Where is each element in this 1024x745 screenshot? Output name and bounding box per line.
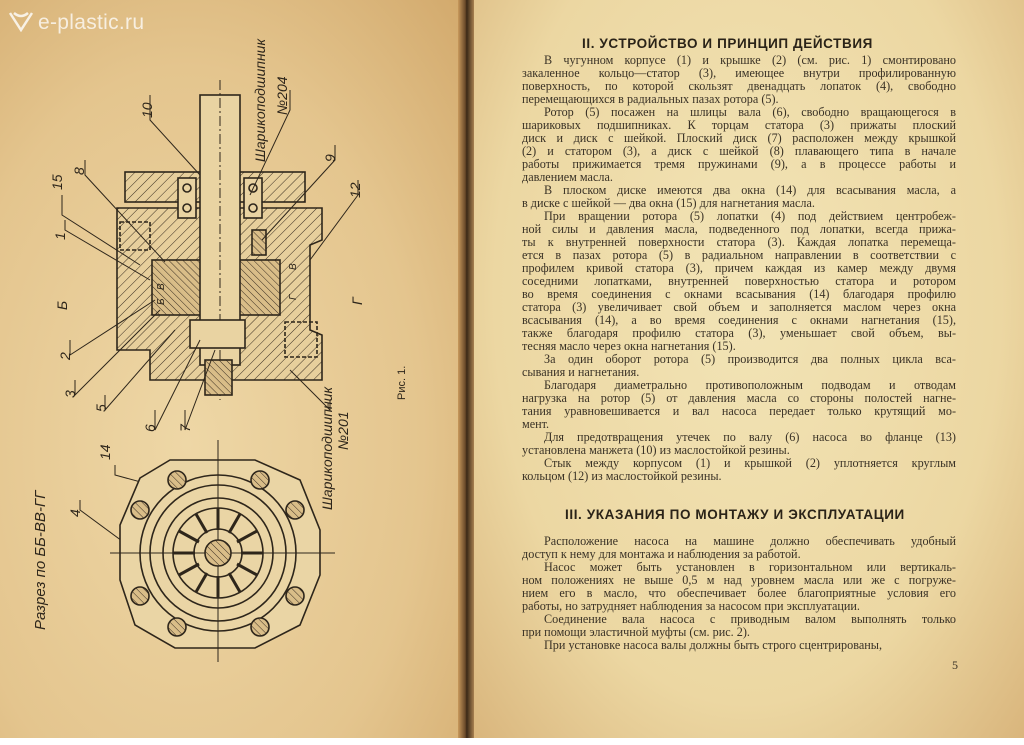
text-line: в диске с шейкой — два окна (15) для наг… [522,196,815,210]
text-line: В плоском диске имеются два окна (14) дл… [544,183,956,197]
text-line: нием его в масло, что обеспечивает более… [522,586,956,600]
text-line: Ротор (5) посажен на шлицы вала (6), сво… [544,105,956,119]
callout-6: 6 [142,424,158,432]
text-line: Стык между корпусом (1) и крышкой (2) уп… [544,456,956,470]
section-3-body: Расположение насоса на машине должно обе… [522,535,956,652]
text-line: статора (3) увеличивает свой объем и зап… [522,300,956,314]
paragraph: Насос может быть установлен в горизонтал… [522,561,956,613]
paragraph: Стык между корпусом (1) и крышкой (2) уп… [522,457,956,483]
section-letter-v2: В [288,263,299,270]
text-line: (2) и статором (3), а диск с шейкой (8) … [522,144,956,158]
text-line: нагрузка на ротор (5) от давления масла … [522,391,956,405]
text-line: диск и диск с шейкой. Плоский диск (7) р… [522,131,956,145]
text-line: Благодаря диаметрально противоположным п… [544,378,956,392]
text-line: давлением масла. [522,170,613,184]
text-line: кольцом (12) из маслостойкой резины. [522,469,722,483]
bearing-204-label: Шарикоподшипник [252,38,268,162]
paragraph: Ротор (5) посажен на шлицы вала (6), сво… [522,106,956,184]
section-2-body: В чугунном корпусе (1) и крышке (2) (см.… [522,54,956,483]
callout-9: 9 [322,154,338,162]
text-line: При вращении ротора (5) лопатки (4) под … [544,209,956,223]
text-line: доступ к нему для монтажа и наблюдения з… [522,547,801,561]
callout-2: 2 [57,352,73,361]
text-line: установлена манжета (10) из маслостойкой… [522,443,790,457]
paragraph: Благодаря диаметрально противоположным п… [522,379,956,431]
text-line: соседними лопатками, внутренней поверхно… [522,274,956,288]
callout-12: 12 [347,182,363,198]
callout-15: 15 [49,174,65,190]
paragraph: Для предотвращения утечек по валу (6) на… [522,431,956,457]
text-line: Расположение насоса на машине должно обе… [544,534,956,548]
callout-8: 8 [71,167,87,175]
callout-1: 1 [52,232,68,240]
text-line: При установке насоса валы должны быть ст… [544,638,883,652]
section-letter-v1: В [156,283,167,290]
callout-5: 5 [93,404,109,412]
paragraph: При вращении ротора (5) лопатки (4) под … [522,210,956,353]
callout-10: 10 [139,102,155,118]
pump-longitudinal-section [116,80,323,400]
watermark-text: e-plastic.ru [38,11,145,34]
callout-14: 14 [97,444,113,460]
section-mark-g: Г [349,296,365,305]
text-line: во время соединения с окнами всасывания … [522,287,956,301]
figure-caption: Рис. 1. [396,366,408,400]
page-number: 5 [952,658,958,672]
section-letter-g: Г [288,293,299,300]
text-line: ты к внутренней поверхности статора (3).… [522,235,956,249]
text-line: сывания и нагнетания. [522,365,640,379]
text-line: Насос может быть установлен в горизонтал… [544,560,956,574]
paragraph: Расположение насоса на машине должно обе… [522,535,956,561]
paragraph: Соединение вала насоса с приводным валом… [522,613,956,639]
text-line: перемещающихся в радиальных пазах ротора… [522,92,779,106]
text-line: закаленное кольцо—статор (3), имеющее вн… [522,66,956,80]
callout-7: 7 [177,423,193,432]
paragraph: В плоском диске имеются два окна (14) дл… [522,184,956,210]
section-2-title: II. УСТРОЙСТВО И ПРИНЦИП ДЕЙСТВИЯ [582,36,873,51]
text-line: ной силы и давления масла, подведенного … [522,222,956,236]
text-line: поверхность, по которой скользят двенадц… [522,79,956,93]
text-line: мент. [522,417,550,431]
bearing-201-label: Шарикоподшипник [319,386,335,510]
watermark-logo-icon [8,12,34,32]
text-line: при помощи эластичной муфты (см. рис. 2)… [522,625,750,639]
pump-cross-section-view [110,440,335,662]
pump-drawing-figure: 10 15 8 1 Б 2 3 5 6 7 9 12 Г 14 4 Шарико… [32,38,408,662]
text-line: всасывания (14), а во время соединения с… [522,313,956,327]
paragraph: При установке насоса валы должны быть ст… [522,639,956,652]
book-spine [458,0,474,740]
text-line: профилем кривой статора (3), причем кажд… [522,261,956,275]
text-line: тесняя масло через окна нагнетания (15). [522,339,736,353]
section-letter-b: Б [156,298,167,305]
callout-4: 4 [67,509,83,517]
callout-3: 3 [62,390,78,398]
section-caption: Разрез по ББ-ВВ-ГГ [32,489,49,630]
text-line: За один оборот ротора (5) производится д… [544,352,956,366]
drawing-labels: 10 15 8 1 Б 2 3 5 6 7 9 12 Г 14 4 Шарико… [32,38,408,630]
text-line: Для предотвращения утечек по валу (6) на… [544,430,956,444]
text-line: ном положениях не выше 0,5 м над уровнем… [522,573,956,587]
text-line: Соединение вала насоса с приводным валом… [544,612,956,626]
right-page [472,0,1024,740]
text-line: тания уравновешивается и вал насоса пере… [522,404,956,418]
text-line: работы, но затрудняет наблюдения за насо… [522,599,860,613]
bearing-204-number: №204 [274,76,290,115]
section-3-title: III. УКАЗАНИЯ ПО МОНТАЖУ И ЭКСПЛУАТАЦИИ [565,507,905,522]
text-line: также благодаря профилю статора (3), уме… [522,326,956,340]
paragraph: В чугунном корпусе (1) и крышке (2) (см.… [522,54,956,106]
scan-border [0,738,1024,745]
section-mark-b: Б [54,301,70,310]
text-line: работы прижимается тремя пружинами (9), … [522,157,956,171]
text-line: шариковых подшипниках. К торцам статора … [522,118,956,132]
paragraph: За один оборот ротора (5) производится д… [522,353,956,379]
watermark: e-plastic.ru [8,10,144,35]
text-line: ется в пазах ротора (5) в радиальном нап… [522,248,956,262]
text-line: В чугунном корпусе (1) и крышке (2) (см.… [544,53,956,67]
bearing-201-number: №201 [335,411,351,450]
